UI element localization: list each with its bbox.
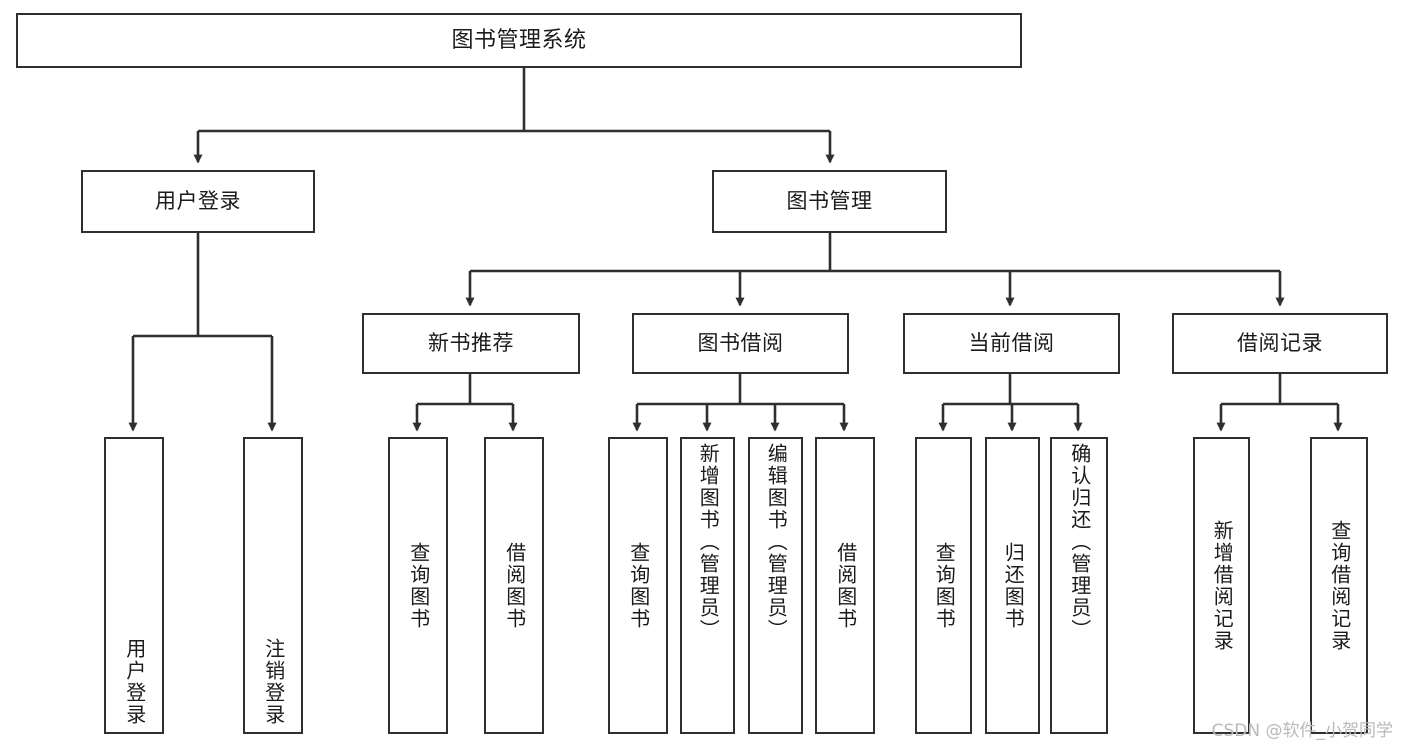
node-new-book-recommend-label: 新书推荐 bbox=[428, 331, 514, 356]
leaf-current-query-book-label: 查询图书 bbox=[932, 541, 957, 630]
node-book-management-label: 图书管理 bbox=[786, 189, 873, 214]
leaf-current-confirm-return-label: 确认归还（管理员） bbox=[1067, 443, 1092, 641]
leaf-user-login[interactable]: 用户登录 bbox=[104, 437, 164, 734]
watermark-text: CSDN @软件_小贺同学 bbox=[1211, 721, 1393, 741]
node-user-login-label: 用户登录 bbox=[155, 189, 241, 214]
leaf-logout[interactable]: 注销登录 bbox=[243, 437, 303, 734]
leaf-borrow-query-book-label: 查询图书 bbox=[626, 541, 651, 630]
leaf-newbook-borrow-book-label: 借阅图书 bbox=[502, 541, 527, 630]
leaf-borrow-query-book[interactable]: 查询图书 bbox=[608, 437, 668, 734]
leaf-logout-label: 注销登录 bbox=[261, 638, 286, 726]
leaf-current-confirm-return[interactable]: 确认归还（管理员） bbox=[1050, 437, 1108, 734]
leaf-newbook-query-book-label: 查询图书 bbox=[406, 541, 431, 630]
node-root[interactable]: 图书管理系统 bbox=[16, 13, 1022, 68]
node-borrow-record[interactable]: 借阅记录 bbox=[1172, 313, 1388, 374]
node-current-borrow[interactable]: 当前借阅 bbox=[903, 313, 1120, 374]
node-current-borrow-label: 当前借阅 bbox=[968, 331, 1055, 356]
node-root-label: 图书管理系统 bbox=[451, 27, 587, 53]
node-book-borrow-label: 图书借阅 bbox=[697, 331, 784, 356]
leaf-record-add-record-label: 新增借阅记录 bbox=[1210, 519, 1235, 652]
node-book-management[interactable]: 图书管理 bbox=[712, 170, 947, 233]
node-borrow-record-label: 借阅记录 bbox=[1237, 331, 1323, 356]
leaf-borrow-add-book-label: 新增图书（管理员） bbox=[696, 443, 721, 641]
node-book-borrow[interactable]: 图书借阅 bbox=[632, 313, 849, 374]
leaf-borrow-add-book[interactable]: 新增图书（管理员） bbox=[680, 437, 735, 734]
leaf-borrow-borrow-book[interactable]: 借阅图书 bbox=[815, 437, 875, 734]
leaf-current-return-book[interactable]: 归还图书 bbox=[985, 437, 1040, 734]
leaf-borrow-edit-book-label: 编辑图书（管理员） bbox=[764, 443, 789, 641]
leaf-newbook-borrow-book[interactable]: 借阅图书 bbox=[484, 437, 544, 734]
leaf-borrow-edit-book[interactable]: 编辑图书（管理员） bbox=[748, 437, 803, 734]
leaf-current-query-book[interactable]: 查询图书 bbox=[915, 437, 972, 734]
leaf-borrow-borrow-book-label: 借阅图书 bbox=[833, 541, 858, 630]
leaf-user-login-label: 用户登录 bbox=[122, 638, 147, 726]
node-user-login[interactable]: 用户登录 bbox=[81, 170, 315, 233]
leaf-record-query-record-label: 查询借阅记录 bbox=[1327, 519, 1352, 652]
leaf-newbook-query-book[interactable]: 查询图书 bbox=[388, 437, 448, 734]
leaf-record-query-record[interactable]: 查询借阅记录 bbox=[1310, 437, 1368, 734]
leaf-record-add-record[interactable]: 新增借阅记录 bbox=[1193, 437, 1250, 734]
leaf-current-return-book-label: 归还图书 bbox=[1001, 541, 1026, 630]
node-new-book-recommend[interactable]: 新书推荐 bbox=[362, 313, 580, 374]
